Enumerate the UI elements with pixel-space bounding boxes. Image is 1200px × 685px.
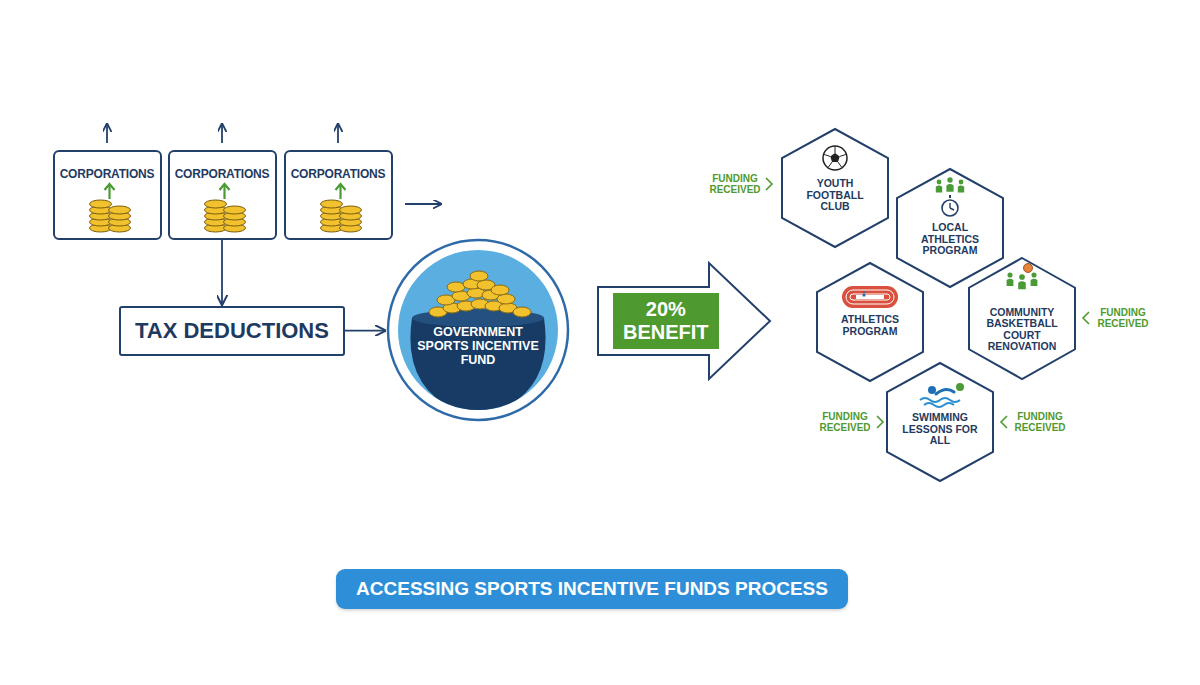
coin-icon xyxy=(204,184,245,232)
node-text: CORPORATIONS xyxy=(291,168,386,181)
up-arrow xyxy=(106,124,108,143)
funding-label: FUNDING RECEIVED xyxy=(1011,411,1069,434)
process-box: TAX DEDUCTIONS xyxy=(119,306,345,356)
up-arrow xyxy=(337,124,339,143)
node-text: COMMUNITY BASKETBALL COURT RENOVATION xyxy=(980,307,1064,353)
node-icon xyxy=(170,152,279,242)
program-hexagon: LOCAL ATHLETICS PROGRAM xyxy=(896,168,1004,288)
chevron xyxy=(766,178,772,190)
program-hexagon: YOUTH FOOTBALL CLUB xyxy=(781,128,889,248)
corporation-box: CORPORATIONS xyxy=(53,150,162,240)
node-text: TAX DEDUCTIONS xyxy=(135,319,329,343)
node-text: GOVERNMENT SPORTS INCENTIVE FUND xyxy=(413,326,543,367)
node-text: LOCAL ATHLETICS PROGRAM xyxy=(908,222,992,257)
flow-arrow xyxy=(345,330,386,332)
coin-icon xyxy=(89,184,130,232)
funding-label: FUNDING RECEIVED xyxy=(706,173,764,196)
chevron xyxy=(1001,416,1007,428)
node-text: CORPORATIONS xyxy=(60,168,155,181)
fund-circle: GOVERNMENT SPORTS INCENTIVE FUND xyxy=(386,238,570,422)
node-text: CORPORATIONS xyxy=(175,168,270,181)
program-hexagon: COMMUNITY BASKETBALL COURT RENOVATION xyxy=(968,257,1076,380)
funding-label: FUNDING RECEIVED xyxy=(1094,307,1152,330)
corporation-box: CORPORATIONS xyxy=(168,150,277,240)
caption-banner: ACCESSING SPORTS INCENTIVE FUNDS PROCESS xyxy=(336,569,848,609)
node-text: YOUTH FOOTBALL CLUB xyxy=(793,178,877,213)
flow-arrow xyxy=(221,240,223,306)
chevron xyxy=(1083,312,1089,324)
program-hexagon: SWIMMING LESSONS FOR ALL xyxy=(886,362,994,482)
right-arrow xyxy=(405,203,441,205)
node-text: SWIMMING LESSONS FOR ALL xyxy=(898,412,982,447)
coin-icon xyxy=(320,184,361,232)
up-arrow xyxy=(221,124,223,143)
corporation-box: CORPORATIONS xyxy=(284,150,393,240)
funding-label: FUNDING RECEIVED xyxy=(816,411,874,434)
node-text: ATHLETICS PROGRAM xyxy=(828,314,912,337)
node-icon xyxy=(55,152,164,242)
node-icon xyxy=(286,152,395,242)
program-hexagon: ATHLETICS PROGRAM xyxy=(816,262,924,382)
chevron xyxy=(877,416,883,428)
node-text: 20% BENEFIT xyxy=(613,293,719,349)
benefit-arrow: 20% BENEFIT xyxy=(597,262,772,380)
